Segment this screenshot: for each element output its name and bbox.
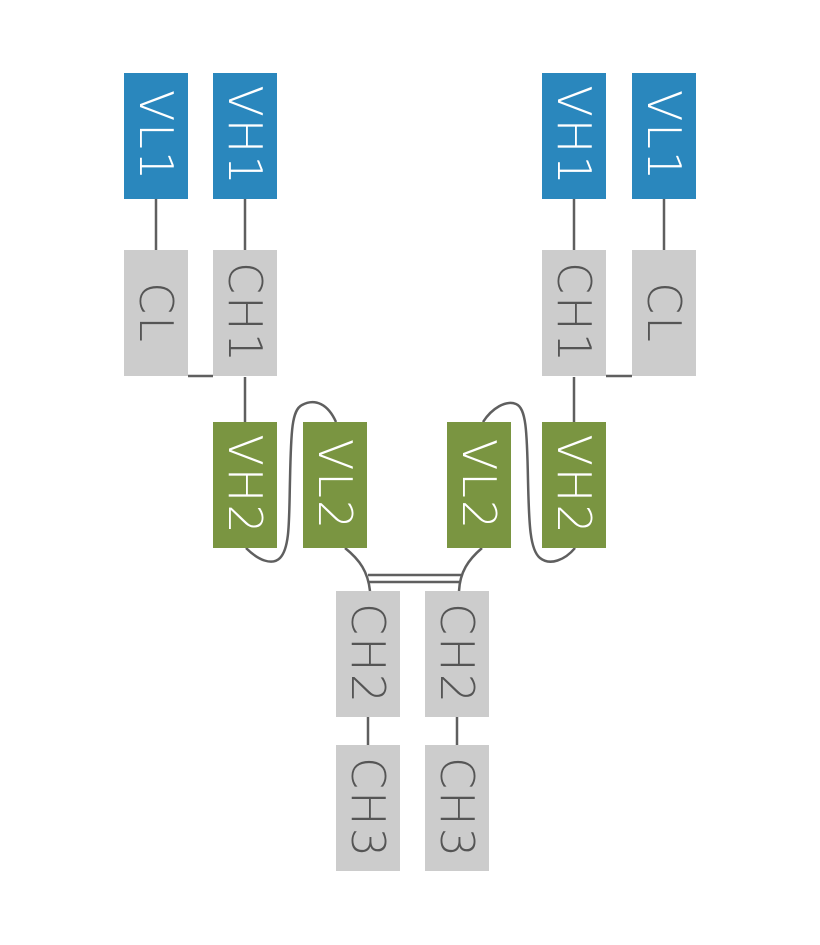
domain-left-ch3: CH3 [336, 745, 400, 871]
domain-label: CL [637, 282, 691, 344]
domain-left-ch1: CH1 [213, 250, 277, 376]
linker-right-vl2-vh2 [481, 401, 576, 563]
domain-box [124, 250, 188, 376]
domain-left-vl2: VL2 [303, 422, 367, 548]
domain-label: CH2 [341, 603, 395, 705]
domain-right-ch3: CH3 [425, 745, 489, 871]
domain-box [425, 591, 489, 717]
domain-label: CH1 [547, 262, 601, 364]
domain-label: VL1 [637, 90, 691, 182]
domain-box [336, 591, 400, 717]
domain-label: VL2 [308, 439, 362, 531]
domain-label: VH2 [218, 434, 272, 535]
domain-box [542, 73, 606, 199]
domain-right-cl: CL [632, 250, 696, 376]
domain-right-vl2: VL2 [447, 422, 511, 548]
domain-right-ch2: CH2 [425, 591, 489, 717]
domain-right-vh1: VH1 [542, 73, 606, 199]
domain-left-vh1: VH1 [213, 73, 277, 199]
domain-box [124, 73, 188, 199]
domain-box [213, 250, 277, 376]
domain-label: VH1 [218, 85, 272, 186]
domain-box [425, 745, 489, 871]
domain-right-ch1: CH1 [542, 250, 606, 376]
domain-label: VH1 [547, 85, 601, 186]
domain-box [303, 422, 367, 548]
domain-box [632, 250, 696, 376]
domain-left-vl1: VL1 [124, 73, 188, 199]
linker-right-vl2-hinge [457, 547, 483, 592]
domain-label: VH2 [547, 434, 601, 535]
domain-label: CL [129, 282, 183, 344]
domain-left-ch2: CH2 [336, 591, 400, 717]
connectors [154, 199, 666, 745]
domain-right-vl1: VL1 [632, 73, 696, 199]
domain-label: CH3 [341, 757, 395, 859]
domain-box [447, 422, 511, 548]
domain-right-vh2: VH2 [542, 422, 606, 548]
domain-label: CH3 [430, 757, 484, 859]
domain-box [213, 73, 277, 199]
domain-box [542, 250, 606, 376]
domain-left-vh2: VH2 [213, 422, 277, 548]
domain-box [336, 745, 400, 871]
domain-label: CH2 [430, 603, 484, 705]
domain-label: VL2 [452, 439, 506, 531]
domain-box [213, 422, 277, 548]
linker-left-vh2-vl2 [245, 400, 338, 563]
linker-left-vl2-hinge [344, 547, 372, 592]
domain-box [542, 422, 606, 548]
domain-box [632, 73, 696, 199]
domain-left-cl: CL [124, 250, 188, 376]
domain-label: CH1 [218, 262, 272, 364]
domain-label: VL1 [129, 90, 183, 182]
